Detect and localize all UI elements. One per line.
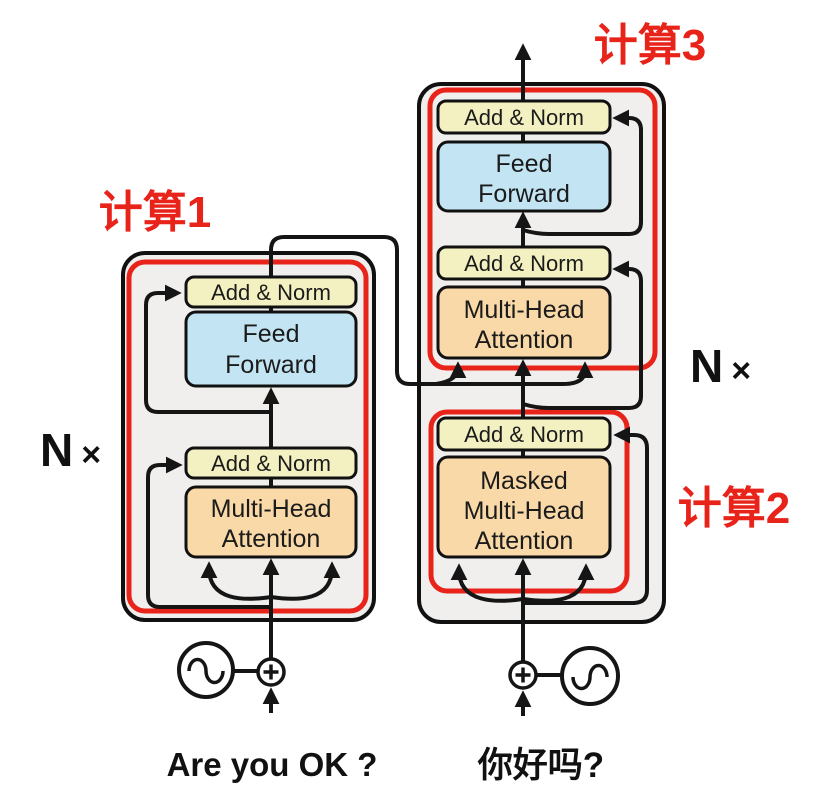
encoder-add-norm-bottom-label: Add & Norm [211,451,331,476]
encoder-multi-head-attention-box [184,485,358,559]
decoder-sine-wave-icon [571,663,609,691]
encoder-feed-forward-box [184,310,358,388]
calc2-annotation: 计算2 [678,484,790,533]
encoder-add-norm-top-label: Add & Norm [211,280,331,305]
decoder-add-norm-top-box [436,99,612,135]
decoder-mha-label-line2: Attention [475,326,574,354]
decoder-residual-masked-arrow [523,426,649,605]
decoder-feed-forward-box [436,140,612,213]
calc3-annotation: 计算3 [594,21,706,70]
connection-arrows [144,43,649,716]
encoder-mha-label-line2: Attention [222,525,321,553]
decoder-add-norm-bottom-box [436,416,612,452]
encoder-decoder-bridge-arrow [269,235,594,386]
encoder-add-norm-bottom-box [184,446,358,480]
encoder-qkv-left-arrow [200,561,272,601]
positional-encoding-icons [177,641,620,706]
encoder-mha-label-line1: Multi-Head [211,495,332,523]
masked-qkv-right-arrow [522,563,595,603]
decoder-layers [436,99,612,559]
decoder-add-norm-mid-label: Add & Norm [464,251,584,276]
decoder-add-norm-bottom-label: Add & Norm [464,422,584,447]
decoder-n-times-label: N× [690,340,751,392]
decoder-mha-label-line1: Multi-Head [464,296,585,324]
encoder-input-text: Are you OK ? [167,746,378,783]
decoder-masked-label-line3: Attention [475,527,574,555]
decoder-add-norm-mid-box [436,245,612,281]
calc1-annotation: 计算1 [99,188,211,237]
calc3-highlight-rect [427,87,658,371]
decoder-residual-cross-arrow [522,260,643,410]
encoder-add-norm-top-box [184,275,358,309]
calc2-highlight-rect [428,409,630,594]
encoder-ff-label-line2: Forward [225,351,317,379]
encoder-ff-label-line1: Feed [243,320,300,348]
decoder-residual-ff-arrow [522,109,643,236]
decoder-masked-label-line1: Masked [480,467,568,495]
masked-qkv-left-arrow [450,563,524,603]
decoder-ff-label-line1: Feed [496,150,553,178]
bridge-left-branch-arrow [435,361,467,386]
decoder-add-norm-top-label: Add & Norm [464,105,584,130]
decoder-masked-multi-head-attention-box [436,455,612,559]
encoder-layers [184,275,358,559]
decoder-plus-glyph [515,667,531,683]
decoder-input-text: 你好吗? [477,746,604,785]
encoder-n-times-label: N× [40,424,101,476]
encoder-qkv-right-arrow [270,561,341,601]
encoder-residual1-arrow [146,456,271,609]
decoder-ff-label-line2: Forward [478,180,570,208]
encoder-residual2-arrow [144,284,271,414]
decoder-masked-label-line2: Multi-Head [464,497,585,525]
decoder-multi-head-attention-box [436,285,612,360]
encoder-sine-wave-icon [187,657,225,685]
calc1-highlight-rect [126,259,369,614]
encoder-plus-glyph [263,664,279,680]
